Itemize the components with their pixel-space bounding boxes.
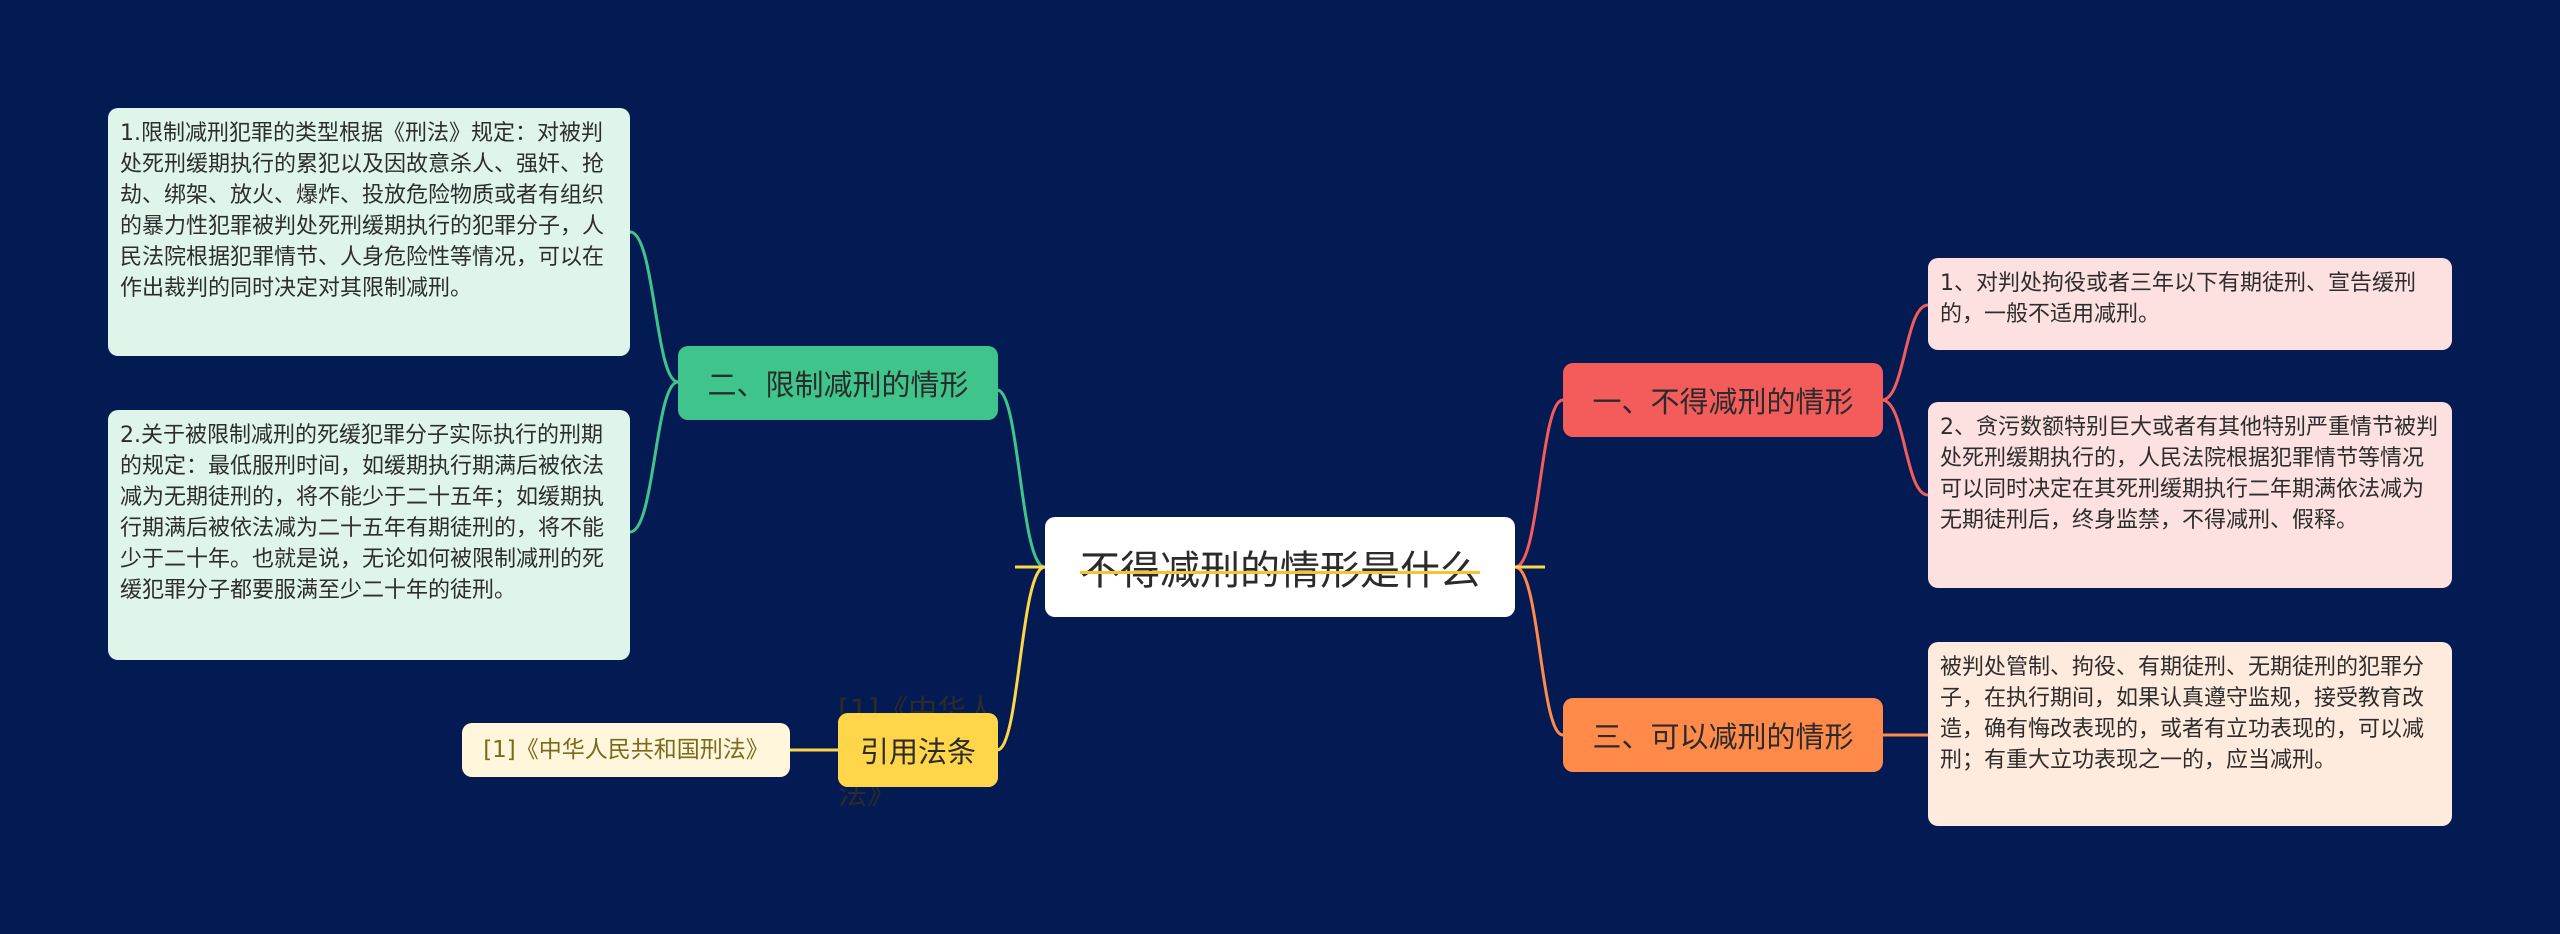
branch-restricted-commutation[interactable]: 二、限制减刑的情形 xyxy=(678,346,998,420)
leaf-no-commutation-2[interactable]: 2、贪污数额特别巨大或者有其他特别严重情节被判处死刑缓期执行的，人民法院根据犯罪… xyxy=(1928,402,2452,588)
leaf-restricted-types[interactable]: 1.限制减刑犯罪的类型根据《刑法》规定：对被判处死刑缓期执行的累犯以及因故意杀人… xyxy=(108,108,630,356)
branch-no-commutation[interactable]: 一、不得减刑的情形 xyxy=(1563,363,1883,437)
branch-cited-law-label[interactable]: 引用法条 xyxy=(838,713,998,787)
leaf-criminal-law-reference[interactable]: [1]《中华人民共和国刑法》 xyxy=(462,723,790,777)
leaf-may-commute[interactable]: 被判处管制、拘役、有期徒刑、无期徒刑的犯罪分子，在执行期间，如果认真遵守监规，接… xyxy=(1928,642,2452,826)
leaf-restricted-term[interactable]: 2.关于被限制减刑的死缓犯罪分子实际执行的刑期的规定：最低服刑时间，如缓期执行期… xyxy=(108,410,630,660)
central-topic[interactable]: 不得减刑的情形是什么 xyxy=(1045,517,1515,617)
leaf-no-commutation-1[interactable]: 1、对判处拘役或者三年以下有期徒刑、宣告缓刑的，一般不适用减刑。 xyxy=(1928,258,2452,350)
branch-may-commute[interactable]: 三、可以减刑的情形 xyxy=(1563,698,1883,772)
